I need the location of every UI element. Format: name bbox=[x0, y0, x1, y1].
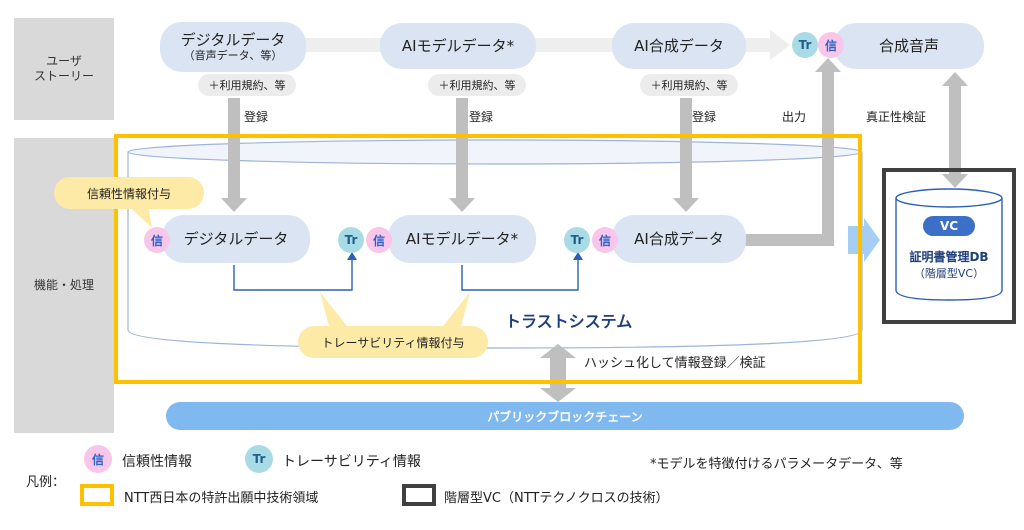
hash-label: ハッシュ化して情報登録／検証 bbox=[584, 356, 766, 371]
top-synth-voice: 合成音声 bbox=[834, 23, 984, 69]
legend-tr-label: トレーサビリティ情報 bbox=[282, 454, 421, 470]
legend-black-box bbox=[402, 484, 436, 506]
register-arrow-2-head bbox=[449, 198, 475, 212]
register-arrow-1-head bbox=[221, 198, 247, 212]
top-ai-model-data: AIモデルデータ* bbox=[380, 23, 536, 69]
sys-ai-synth-data: AI合成データ bbox=[612, 215, 746, 263]
verify-arrow-shaft bbox=[949, 85, 961, 175]
trace-line-1 bbox=[233, 258, 353, 291]
traceability-callout: トレーサビリティ情報付与 bbox=[298, 326, 488, 358]
register-label-3: 登録 bbox=[692, 110, 717, 124]
hash-arrow-shaft bbox=[550, 355, 566, 391]
to-db-arrow-head bbox=[864, 218, 880, 262]
blockchain-bar: パブリックブロックチェーン bbox=[166, 402, 964, 430]
trace-line-2-head bbox=[573, 252, 583, 260]
trust-system-title: トラストシステム bbox=[505, 312, 633, 331]
top-digital-data-label: デジタルデータ bbox=[180, 31, 286, 49]
patent-area-frame bbox=[114, 134, 862, 384]
legend-yellow-box bbox=[80, 484, 114, 506]
hash-arrow-head-down bbox=[540, 388, 576, 402]
top-ai-synth-data: AI合成データ bbox=[612, 23, 746, 69]
top-digital-data: デジタルデータ （音声データ、等） bbox=[160, 22, 306, 72]
trace-callout-pointer-left bbox=[320, 292, 350, 330]
terms-tag-1: ＋利用規約、等 bbox=[198, 74, 296, 96]
reliability-callout: 信頼性情報付与 bbox=[54, 177, 204, 209]
db-subtitle: （階層型VC） bbox=[913, 267, 985, 280]
db-cylinder bbox=[895, 198, 1003, 301]
top-digital-data-sub: （音声データ、等） bbox=[183, 49, 283, 62]
sys-shin-icon-3: 信 bbox=[592, 227, 618, 253]
register-arrow-3-head bbox=[673, 198, 699, 212]
register-label-2: 登録 bbox=[469, 110, 494, 124]
vc-area-frame bbox=[882, 168, 1016, 324]
top-flow-arrowhead bbox=[770, 30, 790, 60]
trace-callout-pointer-right bbox=[440, 292, 470, 330]
db-cylinder-top bbox=[895, 188, 1003, 208]
hash-arrow-head-up bbox=[540, 344, 576, 358]
top-shin-icon: 信 bbox=[818, 32, 844, 58]
register-arrow-1-shaft bbox=[228, 98, 240, 200]
sys-ai-model-data: AIモデルデータ* bbox=[388, 215, 536, 263]
output-arrow-head bbox=[815, 58, 841, 72]
output-arrow-horizontal bbox=[736, 234, 834, 246]
trace-line-1-head bbox=[347, 252, 357, 260]
sys-tr-icon-1: Tr bbox=[338, 227, 364, 253]
sys-shin-icon-1: 信 bbox=[144, 227, 170, 253]
legend-note: *モデルを特徴付けるパラメータデータ、等 bbox=[650, 457, 903, 472]
register-arrow-2-shaft bbox=[456, 98, 468, 200]
reliability-callout-pointer bbox=[128, 205, 152, 228]
sys-tr-icon-2: Tr bbox=[564, 227, 590, 253]
legend-yellow-label: NTT西日本の特許出願中技術領域 bbox=[124, 491, 319, 506]
terms-tag-2: ＋利用規約、等 bbox=[428, 74, 526, 96]
sys-digital-data: デジタルデータ bbox=[162, 215, 310, 263]
output-label: 出力 bbox=[782, 110, 807, 124]
db-vc-badge: VC bbox=[923, 216, 975, 236]
legend-shin-label: 信頼性情報 bbox=[122, 454, 192, 470]
register-arrow-3-shaft bbox=[680, 98, 692, 200]
verify-label: 真正性検証 bbox=[866, 110, 927, 124]
terms-tag-3: ＋利用規約、等 bbox=[640, 74, 738, 96]
output-arrow-vertical bbox=[822, 70, 834, 246]
sys-shin-icon-2: 信 bbox=[366, 227, 392, 253]
verify-arrow-head-down bbox=[942, 174, 968, 188]
legend-black-label: 階層型VC（NTTテクノクロスの技術） bbox=[444, 491, 669, 506]
trace-line-2 bbox=[461, 258, 579, 291]
register-label-1: 登録 bbox=[244, 110, 269, 124]
legend-title: 凡例： bbox=[26, 475, 66, 490]
to-db-arrow-shaft bbox=[848, 226, 866, 254]
row-label-user-story: ユーザ ストーリー bbox=[14, 18, 114, 120]
top-tr-icon: Tr bbox=[792, 32, 818, 58]
verify-arrow-head-up bbox=[942, 72, 968, 86]
db-title: 証明書管理DB bbox=[909, 250, 989, 264]
legend-tr-icon: Tr bbox=[245, 445, 273, 473]
legend-shin-icon: 信 bbox=[84, 445, 112, 473]
